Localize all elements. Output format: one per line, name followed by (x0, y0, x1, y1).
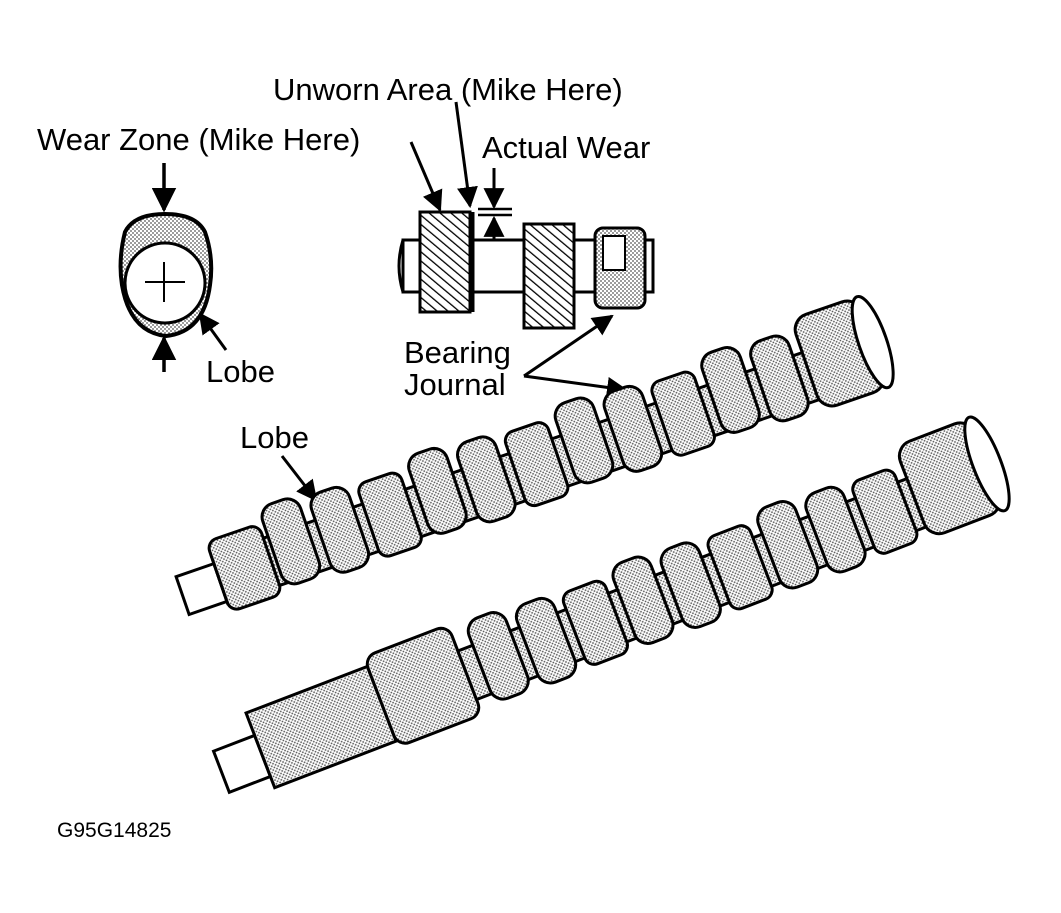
unworn-area-label: Unworn Area (Mike Here) (273, 72, 623, 107)
bearing-label-line2: Journal (404, 367, 506, 402)
actual-wear-label: Actual Wear (482, 130, 651, 165)
wear-zone-journal-arrow (409, 141, 443, 212)
journal-wear-detail (397, 101, 655, 330)
lobe-detail-arrow (198, 312, 228, 351)
lobe-shaft-label: Lobe (240, 420, 309, 455)
bearing-label-line1: Bearing (404, 335, 511, 370)
figure-code: G95G14825 (57, 819, 172, 842)
bearing-journal-arrow-1 (523, 314, 614, 378)
wear-zone-label: Wear Zone (Mike Here) (37, 122, 361, 157)
lower-camshaft (211, 415, 1011, 795)
lobe-detail-label: Lobe (206, 354, 275, 389)
unworn-area-arrow (454, 101, 478, 209)
lobe-cross-section (118, 163, 228, 372)
bearing-journal-arrow-2 (523, 374, 629, 398)
upper-camshaft (174, 294, 895, 617)
lobe-shaft-arrow (280, 455, 318, 502)
